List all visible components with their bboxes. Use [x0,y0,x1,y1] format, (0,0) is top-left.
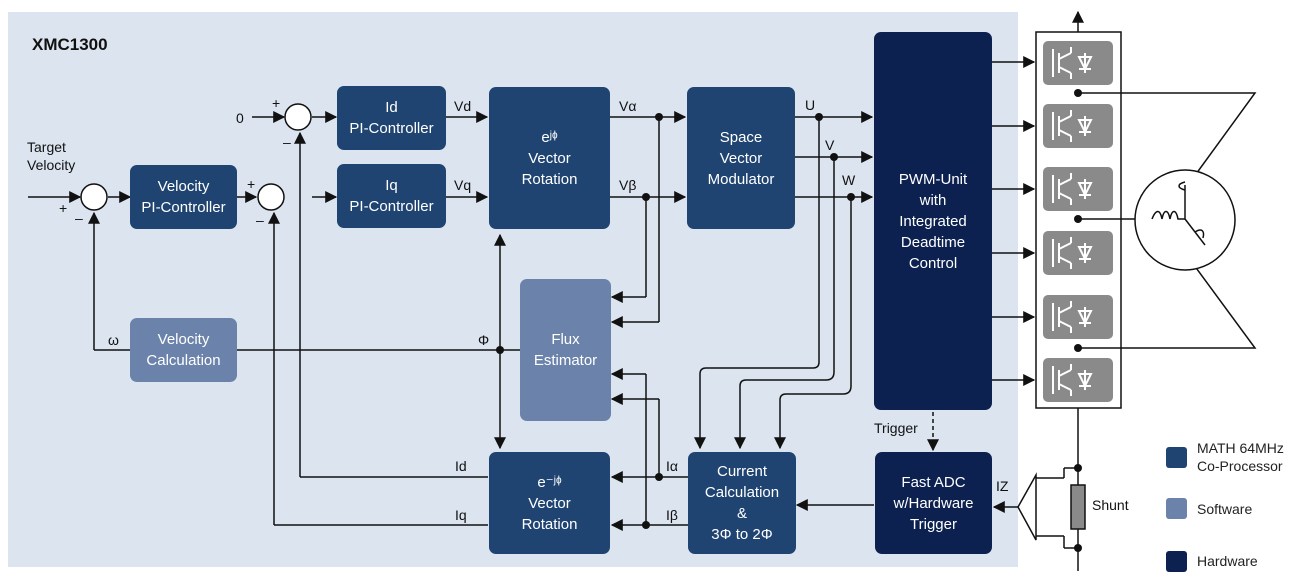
iq-summing-junction [257,183,285,211]
junction-dots [496,89,1082,552]
iq-feedback-label: Iq [455,507,467,523]
shunt-label: Shunt [1092,497,1129,513]
id-summing-junction [284,103,312,131]
plus-sign-id: + [272,95,281,111]
inverter-switches [1043,41,1113,402]
valpha-label: Vα [619,98,637,114]
id-feedback-label: Id [455,458,467,474]
minus-sign-velocity: – [75,210,83,226]
ibeta-label: Iβ [666,507,678,523]
u-label: U [805,97,816,113]
chip-label: XMC1300 [32,35,108,54]
vq-label: Vq [454,177,472,193]
legend-swatch-math [1166,447,1187,468]
legend-label-math: MATH 64MHz Co-Processor [1197,440,1284,474]
current-amplifier-icon [1017,472,1037,541]
motor-icon [1134,169,1236,271]
plus-sign-velocity: + [59,200,68,216]
minus-sign-iq: – [256,212,264,228]
vd-label: Vd [454,98,472,114]
ialpha-label: Iα [666,458,678,474]
legend-label-hardware: Hardware [1197,553,1258,569]
velocity-summing-junction [80,183,108,211]
trigger-label: Trigger [874,420,918,436]
legend-swatch-hardware [1166,551,1187,572]
minus-sign-id: – [283,134,291,150]
zero-label: 0 [236,110,244,126]
phi-label: Φ [478,332,490,348]
shunt-resistor [1070,484,1086,530]
v-label: V [825,137,835,153]
vbeta-label: Vβ [619,177,637,193]
legend-swatch-software [1166,498,1187,519]
legend-label-software: Software [1197,501,1253,517]
iz-label: IZ [996,478,1009,494]
plus-sign-iq: + [247,176,256,192]
omega-label: ω [108,332,119,348]
w-label: W [842,172,856,188]
